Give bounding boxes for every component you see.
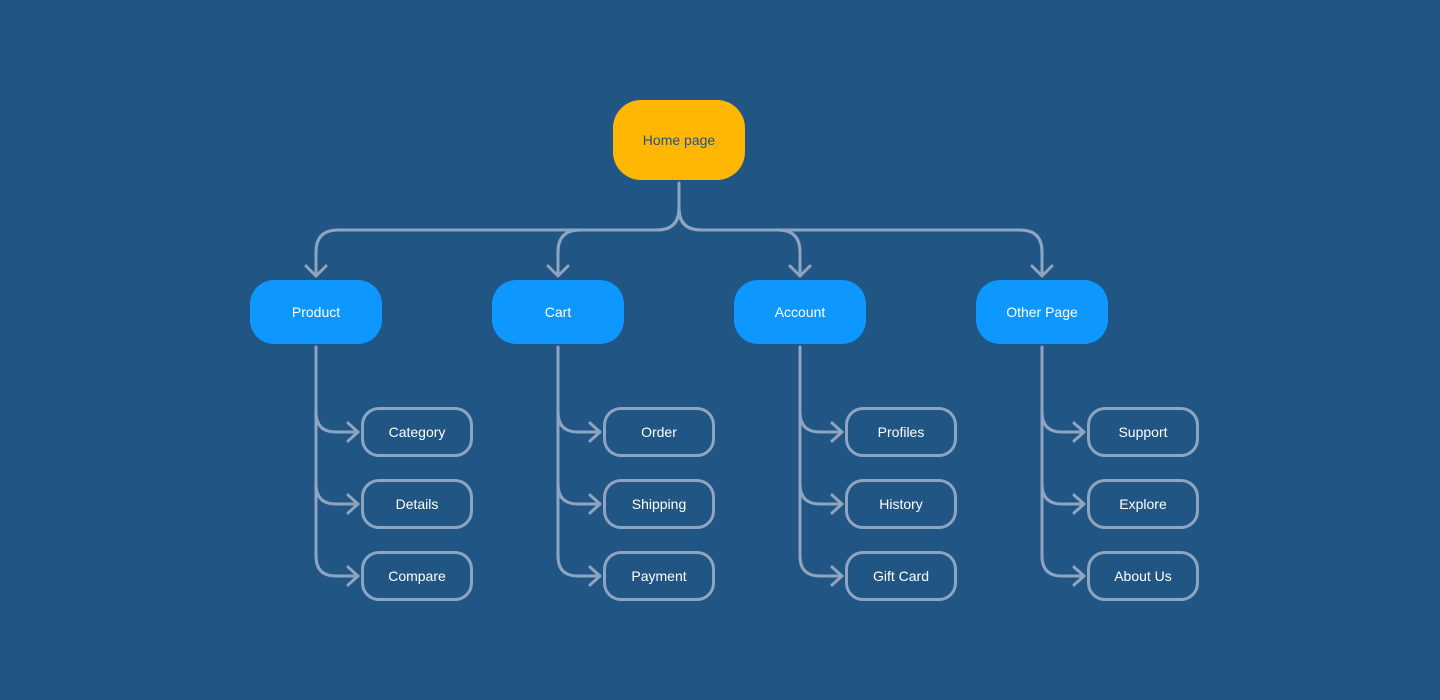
leaf-arrow-2-2 bbox=[830, 565, 844, 587]
node-about-us: About Us bbox=[1087, 551, 1199, 601]
leaf-line-3-0 bbox=[1040, 345, 1086, 434]
leaf-line-2-0 bbox=[798, 345, 844, 434]
node-account: Account bbox=[734, 280, 866, 344]
leaf-arrow-2-1 bbox=[830, 493, 844, 515]
leaf-arrow-3-0 bbox=[1072, 421, 1086, 443]
leaf-arrow-0-0 bbox=[346, 421, 360, 443]
leaf-arrow-3-1 bbox=[1072, 493, 1086, 515]
branch-line-1 bbox=[556, 206, 681, 278]
node-compare: Compare bbox=[361, 551, 473, 601]
leaf-arrow-1-1 bbox=[588, 493, 602, 515]
leaf-line-0-2 bbox=[314, 482, 360, 578]
leaf-line-3-2 bbox=[1040, 482, 1086, 578]
leaf-line-1-0 bbox=[556, 345, 602, 434]
leaf-arrow-1-2 bbox=[588, 565, 602, 587]
branch-arrow-2 bbox=[788, 264, 812, 278]
leaf-arrow-3-2 bbox=[1072, 565, 1086, 587]
leaf-arrow-2-0 bbox=[830, 421, 844, 443]
node-shipping: Shipping bbox=[603, 479, 715, 529]
leaf-line-0-0 bbox=[314, 345, 360, 434]
node-details: Details bbox=[361, 479, 473, 529]
node-other-page: Other Page bbox=[976, 280, 1108, 344]
node-home-page: Home page bbox=[613, 100, 745, 180]
node-profiles: Profiles bbox=[845, 407, 957, 457]
leaf-arrow-0-1 bbox=[346, 493, 360, 515]
leaf-arrow-1-0 bbox=[588, 421, 602, 443]
node-order: Order bbox=[603, 407, 715, 457]
node-gift-card: Gift Card bbox=[845, 551, 957, 601]
branch-arrow-1 bbox=[546, 264, 570, 278]
branch-line-2 bbox=[677, 206, 802, 278]
leaf-line-1-2 bbox=[556, 482, 602, 578]
node-explore: Explore bbox=[1087, 479, 1199, 529]
leaf-line-2-2 bbox=[798, 482, 844, 578]
node-category: Category bbox=[361, 407, 473, 457]
node-cart: Cart bbox=[492, 280, 624, 344]
branch-arrow-3 bbox=[1030, 264, 1054, 278]
branch-arrow-0 bbox=[304, 264, 328, 278]
node-support: Support bbox=[1087, 407, 1199, 457]
node-product: Product bbox=[250, 280, 382, 344]
branch-line-3 bbox=[677, 206, 1044, 278]
leaf-arrow-0-2 bbox=[346, 565, 360, 587]
node-payment: Payment bbox=[603, 551, 715, 601]
branch-line-0 bbox=[314, 206, 681, 278]
node-history: History bbox=[845, 479, 957, 529]
